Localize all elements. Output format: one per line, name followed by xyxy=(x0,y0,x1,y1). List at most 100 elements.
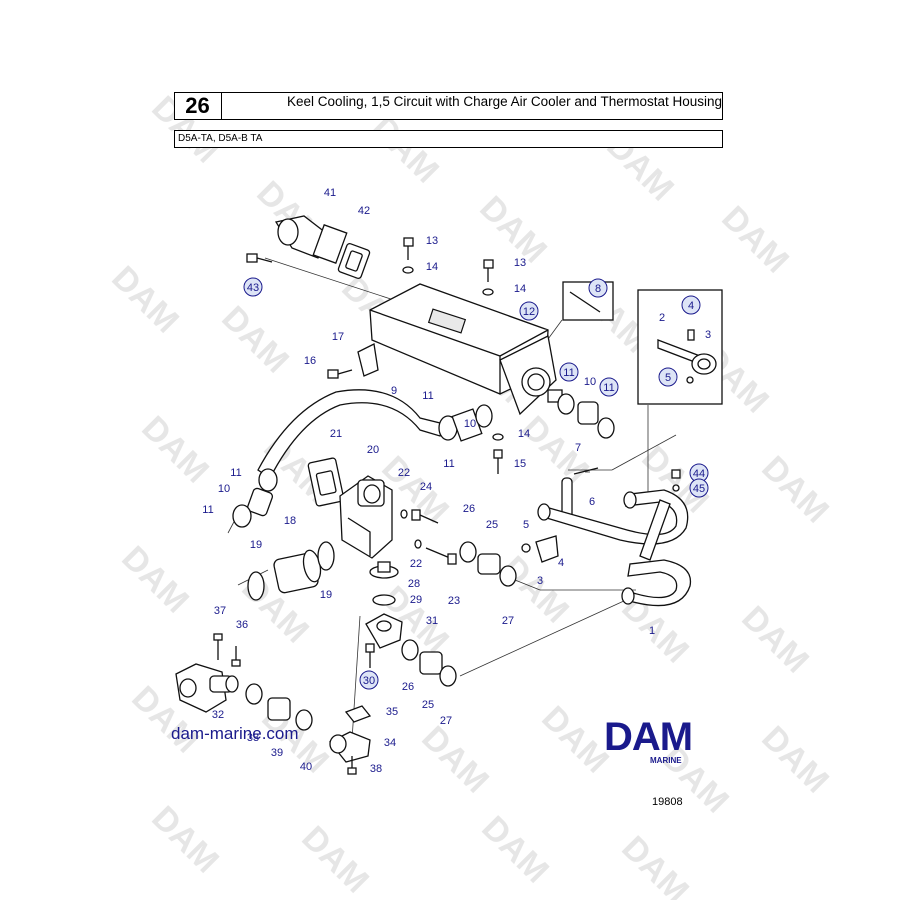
parts-10-11-left-hose xyxy=(232,468,278,528)
callout-label: 3 xyxy=(705,329,711,341)
inset-clamp-assembly xyxy=(657,329,717,384)
callout-label: 34 xyxy=(384,737,396,749)
part-34-elbow xyxy=(328,731,371,763)
callout-label: 10 xyxy=(584,376,596,388)
callout-circle xyxy=(588,278,608,298)
callout-label: 9 xyxy=(391,385,397,397)
callout-label: 43 xyxy=(247,282,259,294)
callout-label: 20 xyxy=(367,444,379,456)
callout-circle xyxy=(689,478,709,498)
callout-circle xyxy=(599,377,619,397)
callout-label: 22 xyxy=(410,558,422,570)
parts-25-27-hose-upper xyxy=(459,541,517,587)
callout-label: 45 xyxy=(693,483,705,495)
callout-label: 19 xyxy=(250,539,262,551)
callout-label: 8 xyxy=(595,283,601,295)
callout-label: 11 xyxy=(443,458,454,470)
callout-label: 14 xyxy=(514,283,526,295)
part-43-bolt xyxy=(246,253,273,263)
callout-label: 24 xyxy=(420,481,432,493)
part-13-bolts xyxy=(402,237,494,296)
callout-label: 2 xyxy=(659,312,665,324)
callout-label: 37 xyxy=(214,605,226,617)
callout-label: 30 xyxy=(363,675,375,687)
callout-label: 28 xyxy=(408,578,420,590)
callout-label: 11 xyxy=(202,504,213,516)
website-text[interactable]: dam-marine.com xyxy=(171,724,299,743)
callout-label: 17 xyxy=(332,331,344,343)
callout-label: 29 xyxy=(410,594,422,606)
part-15-bolt xyxy=(492,433,504,474)
page-title: Keel Cooling, 1,5 Circuit with Charge Ai… xyxy=(287,94,722,109)
parts-10-11-hose-set xyxy=(438,393,615,442)
callout-label: 40 xyxy=(300,761,312,773)
callout-label: 27 xyxy=(440,715,452,727)
callout-label: 4 xyxy=(688,300,694,312)
callout-label: 5 xyxy=(665,372,671,384)
part-41-elbow xyxy=(274,215,348,264)
part-8-sensor xyxy=(569,291,601,313)
parts-33-39-40-hose xyxy=(245,683,313,731)
callout-label: 16 xyxy=(304,355,316,367)
callout-label: 10 xyxy=(218,483,230,495)
callout-label: 10 xyxy=(464,418,476,430)
part-17-bracket xyxy=(357,343,379,377)
page-number: 26 xyxy=(174,92,222,120)
callout-label: 6 xyxy=(589,496,595,508)
callout-label: 11 xyxy=(422,390,433,402)
part-38-bolt xyxy=(347,756,357,775)
callout-label: 19 xyxy=(320,589,332,601)
part-36-37-bolts xyxy=(213,633,241,667)
callout-label: 31 xyxy=(426,615,438,627)
part-6-7-bracket xyxy=(561,467,599,521)
callout-label: 42 xyxy=(358,205,370,217)
callout-label: 3 xyxy=(537,575,543,587)
callout-circle xyxy=(243,277,263,297)
callout-circle xyxy=(359,670,379,690)
logo-text: DAM xyxy=(604,716,692,756)
part-30-bolt xyxy=(365,643,375,668)
callout-label: 21 xyxy=(330,428,342,440)
callout-label: 32 xyxy=(212,709,224,721)
part-29-seal xyxy=(372,594,396,606)
callout-label: 41 xyxy=(324,187,336,199)
callout-label: 22 xyxy=(398,467,410,479)
part-42-gasket-hole xyxy=(345,250,363,272)
callout-circle xyxy=(559,362,579,382)
part-31-elbow xyxy=(365,613,403,649)
callout-label: 4 xyxy=(558,557,564,569)
part-44-45-screws xyxy=(671,469,681,492)
callout-label: 15 xyxy=(514,458,526,470)
part-19-oring-right xyxy=(317,541,335,571)
callout-circle xyxy=(658,367,678,387)
callout-label: 38 xyxy=(370,763,382,775)
callout-label: 13 xyxy=(426,235,438,247)
part-28-thermostat-element xyxy=(369,561,399,579)
parts-25-27-hose-lower xyxy=(401,639,457,687)
callout-label: 12 xyxy=(523,306,535,318)
drawing-code: 19808 xyxy=(652,796,683,808)
part-16-bolt xyxy=(327,369,353,379)
callout-label: 5 xyxy=(523,519,529,531)
callout-label: 11 xyxy=(563,367,574,379)
part-9-hose xyxy=(257,389,445,479)
header-frame xyxy=(174,92,723,120)
part-23-bolt xyxy=(414,539,457,565)
callout-label: 44 xyxy=(693,468,705,480)
part-20-thermostat-housing xyxy=(339,475,393,559)
logo-subtitle: MARINE xyxy=(650,756,682,765)
callout-label: 13 xyxy=(514,257,526,269)
callout-label: 35 xyxy=(386,706,398,718)
callout-label: 11 xyxy=(230,467,241,479)
callout-label: 14 xyxy=(518,428,530,440)
callout-label: 18 xyxy=(284,515,296,527)
part-19-oring-left xyxy=(247,571,265,601)
part-18-thermostat xyxy=(273,549,322,594)
callout-circle xyxy=(519,301,539,321)
dam-logo: DAM xyxy=(604,715,734,761)
inset-detail-box xyxy=(637,289,723,405)
